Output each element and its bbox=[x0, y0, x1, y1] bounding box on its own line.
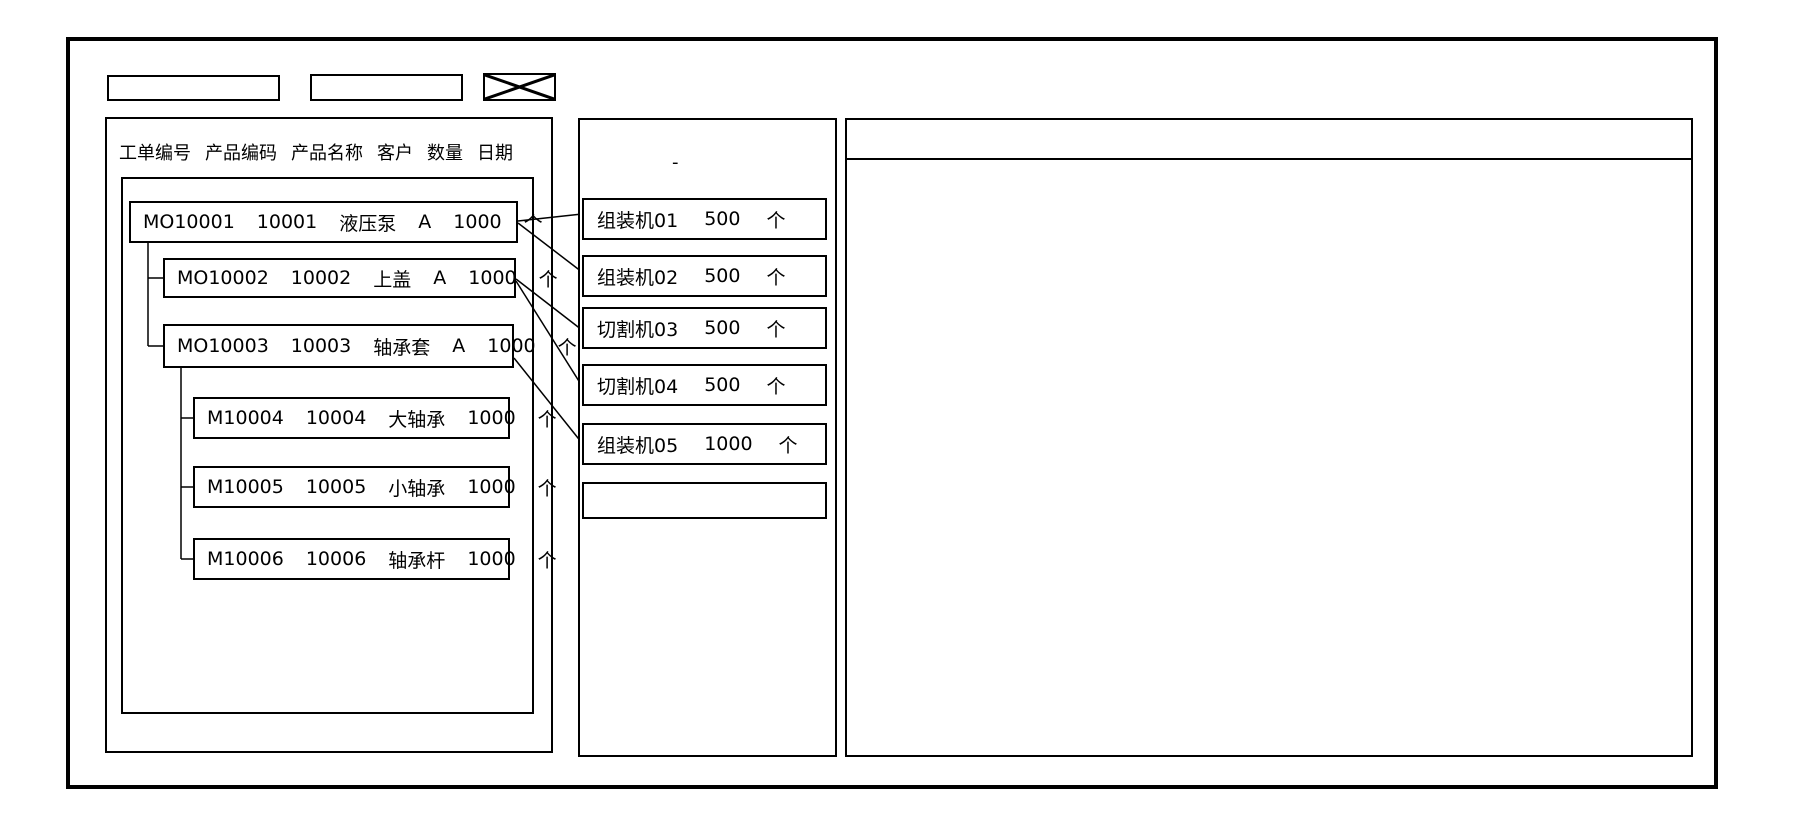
machine-node[interactable]: 组装机01 500 个 bbox=[582, 198, 827, 240]
unit: 个 bbox=[766, 209, 786, 232]
quantity: 1000 bbox=[468, 267, 517, 289]
machine-name: 组装机05 bbox=[597, 434, 679, 457]
quantity: 1000 bbox=[467, 548, 516, 570]
machine-qty: 500 bbox=[704, 317, 741, 339]
unit: 个 bbox=[537, 408, 557, 431]
crossed-box-icon bbox=[485, 75, 554, 99]
product-code: 10005 bbox=[305, 476, 367, 498]
work-order-node[interactable]: MO10002 10002 上盖 A 1000 个 bbox=[163, 258, 558, 298]
machine-node[interactable]: 切割机03 500 个 bbox=[582, 307, 827, 349]
schedule-panel-header bbox=[847, 120, 1691, 160]
column-header-customer: 客户 bbox=[377, 143, 413, 164]
product-code: 10006 bbox=[305, 548, 367, 570]
machine-name: 组装机01 bbox=[597, 209, 679, 232]
unit: 个 bbox=[523, 212, 543, 235]
quantity: 1000 bbox=[453, 211, 502, 233]
unit: 个 bbox=[766, 318, 786, 341]
machine-node-empty[interactable] bbox=[582, 482, 827, 519]
product-code: 10004 bbox=[305, 407, 367, 429]
product-name: 小轴承 bbox=[388, 477, 446, 500]
unit: 个 bbox=[778, 434, 798, 457]
quantity: 1000 bbox=[467, 407, 516, 429]
product-name: 液压泵 bbox=[339, 212, 397, 235]
customer: A bbox=[433, 267, 447, 289]
unit: 个 bbox=[537, 477, 557, 500]
unit: 个 bbox=[766, 375, 786, 398]
order-no: M10004 bbox=[207, 407, 284, 429]
column-header-row: 工单编号 产品编码 产品名称 客户 数量 日期 bbox=[105, 139, 553, 165]
toolbar-field-1[interactable] bbox=[107, 75, 280, 101]
app-window-frame bbox=[66, 37, 1718, 789]
customer: A bbox=[452, 335, 466, 357]
product-name: 轴承杆 bbox=[388, 549, 446, 572]
image-placeholder-button[interactable] bbox=[483, 73, 556, 101]
toolbar-field-2[interactable] bbox=[310, 74, 463, 101]
work-order-node[interactable]: M10004 10004 大轴承 1000 个 bbox=[193, 397, 557, 439]
product-code: 10003 bbox=[290, 335, 352, 357]
column-header-product-code: 产品编码 bbox=[205, 143, 277, 164]
machine-qty: 500 bbox=[704, 208, 741, 230]
machine-qty: 1000 bbox=[704, 433, 753, 455]
product-code: 10002 bbox=[290, 267, 352, 289]
quantity: 1000 bbox=[467, 476, 516, 498]
machine-name: 切割机03 bbox=[597, 318, 679, 341]
unit: 个 bbox=[557, 336, 577, 359]
product-name: 大轴承 bbox=[388, 408, 446, 431]
machine-name: 组装机02 bbox=[597, 266, 679, 289]
column-header-date: 日期 bbox=[477, 143, 513, 164]
machine-node[interactable]: 组装机02 500 个 bbox=[582, 255, 827, 297]
order-no: MO10002 bbox=[177, 267, 269, 289]
order-no: M10005 bbox=[207, 476, 284, 498]
column-header-product-name: 产品名称 bbox=[291, 143, 363, 164]
order-no: MO10001 bbox=[143, 211, 235, 233]
unit: 个 bbox=[766, 266, 786, 289]
machine-node[interactable]: 切割机04 500 个 bbox=[582, 364, 827, 406]
work-order-node[interactable]: M10005 10005 小轴承 1000 个 bbox=[193, 466, 557, 508]
order-tree-container bbox=[121, 177, 534, 714]
order-no: MO10003 bbox=[177, 335, 269, 357]
machine-qty: 500 bbox=[704, 265, 741, 287]
machine-qty: 500 bbox=[704, 374, 741, 396]
work-order-node[interactable]: M10006 10006 轴承杆 1000 个 bbox=[193, 538, 557, 580]
customer: A bbox=[418, 211, 432, 233]
product-code: 10001 bbox=[256, 211, 318, 233]
product-name: 上盖 bbox=[373, 268, 412, 291]
column-header-order-no: 工单编号 bbox=[119, 143, 191, 164]
work-order-node[interactable]: MO10001 10001 液压泵 A 1000 个 bbox=[129, 201, 543, 243]
machine-node[interactable]: 组装机05 1000 个 bbox=[582, 423, 827, 465]
panel-dash-mark: - bbox=[672, 152, 679, 173]
schedule-panel bbox=[845, 118, 1693, 757]
product-name: 轴承套 bbox=[373, 336, 431, 359]
quantity: 1000 bbox=[487, 335, 536, 357]
work-order-node[interactable]: MO10003 10003 轴承套 A 1000 个 bbox=[163, 324, 577, 368]
column-header-qty: 数量 bbox=[427, 143, 463, 164]
unit: 个 bbox=[538, 268, 558, 291]
unit: 个 bbox=[537, 549, 557, 572]
machine-name: 切割机04 bbox=[597, 375, 679, 398]
order-no: M10006 bbox=[207, 548, 284, 570]
